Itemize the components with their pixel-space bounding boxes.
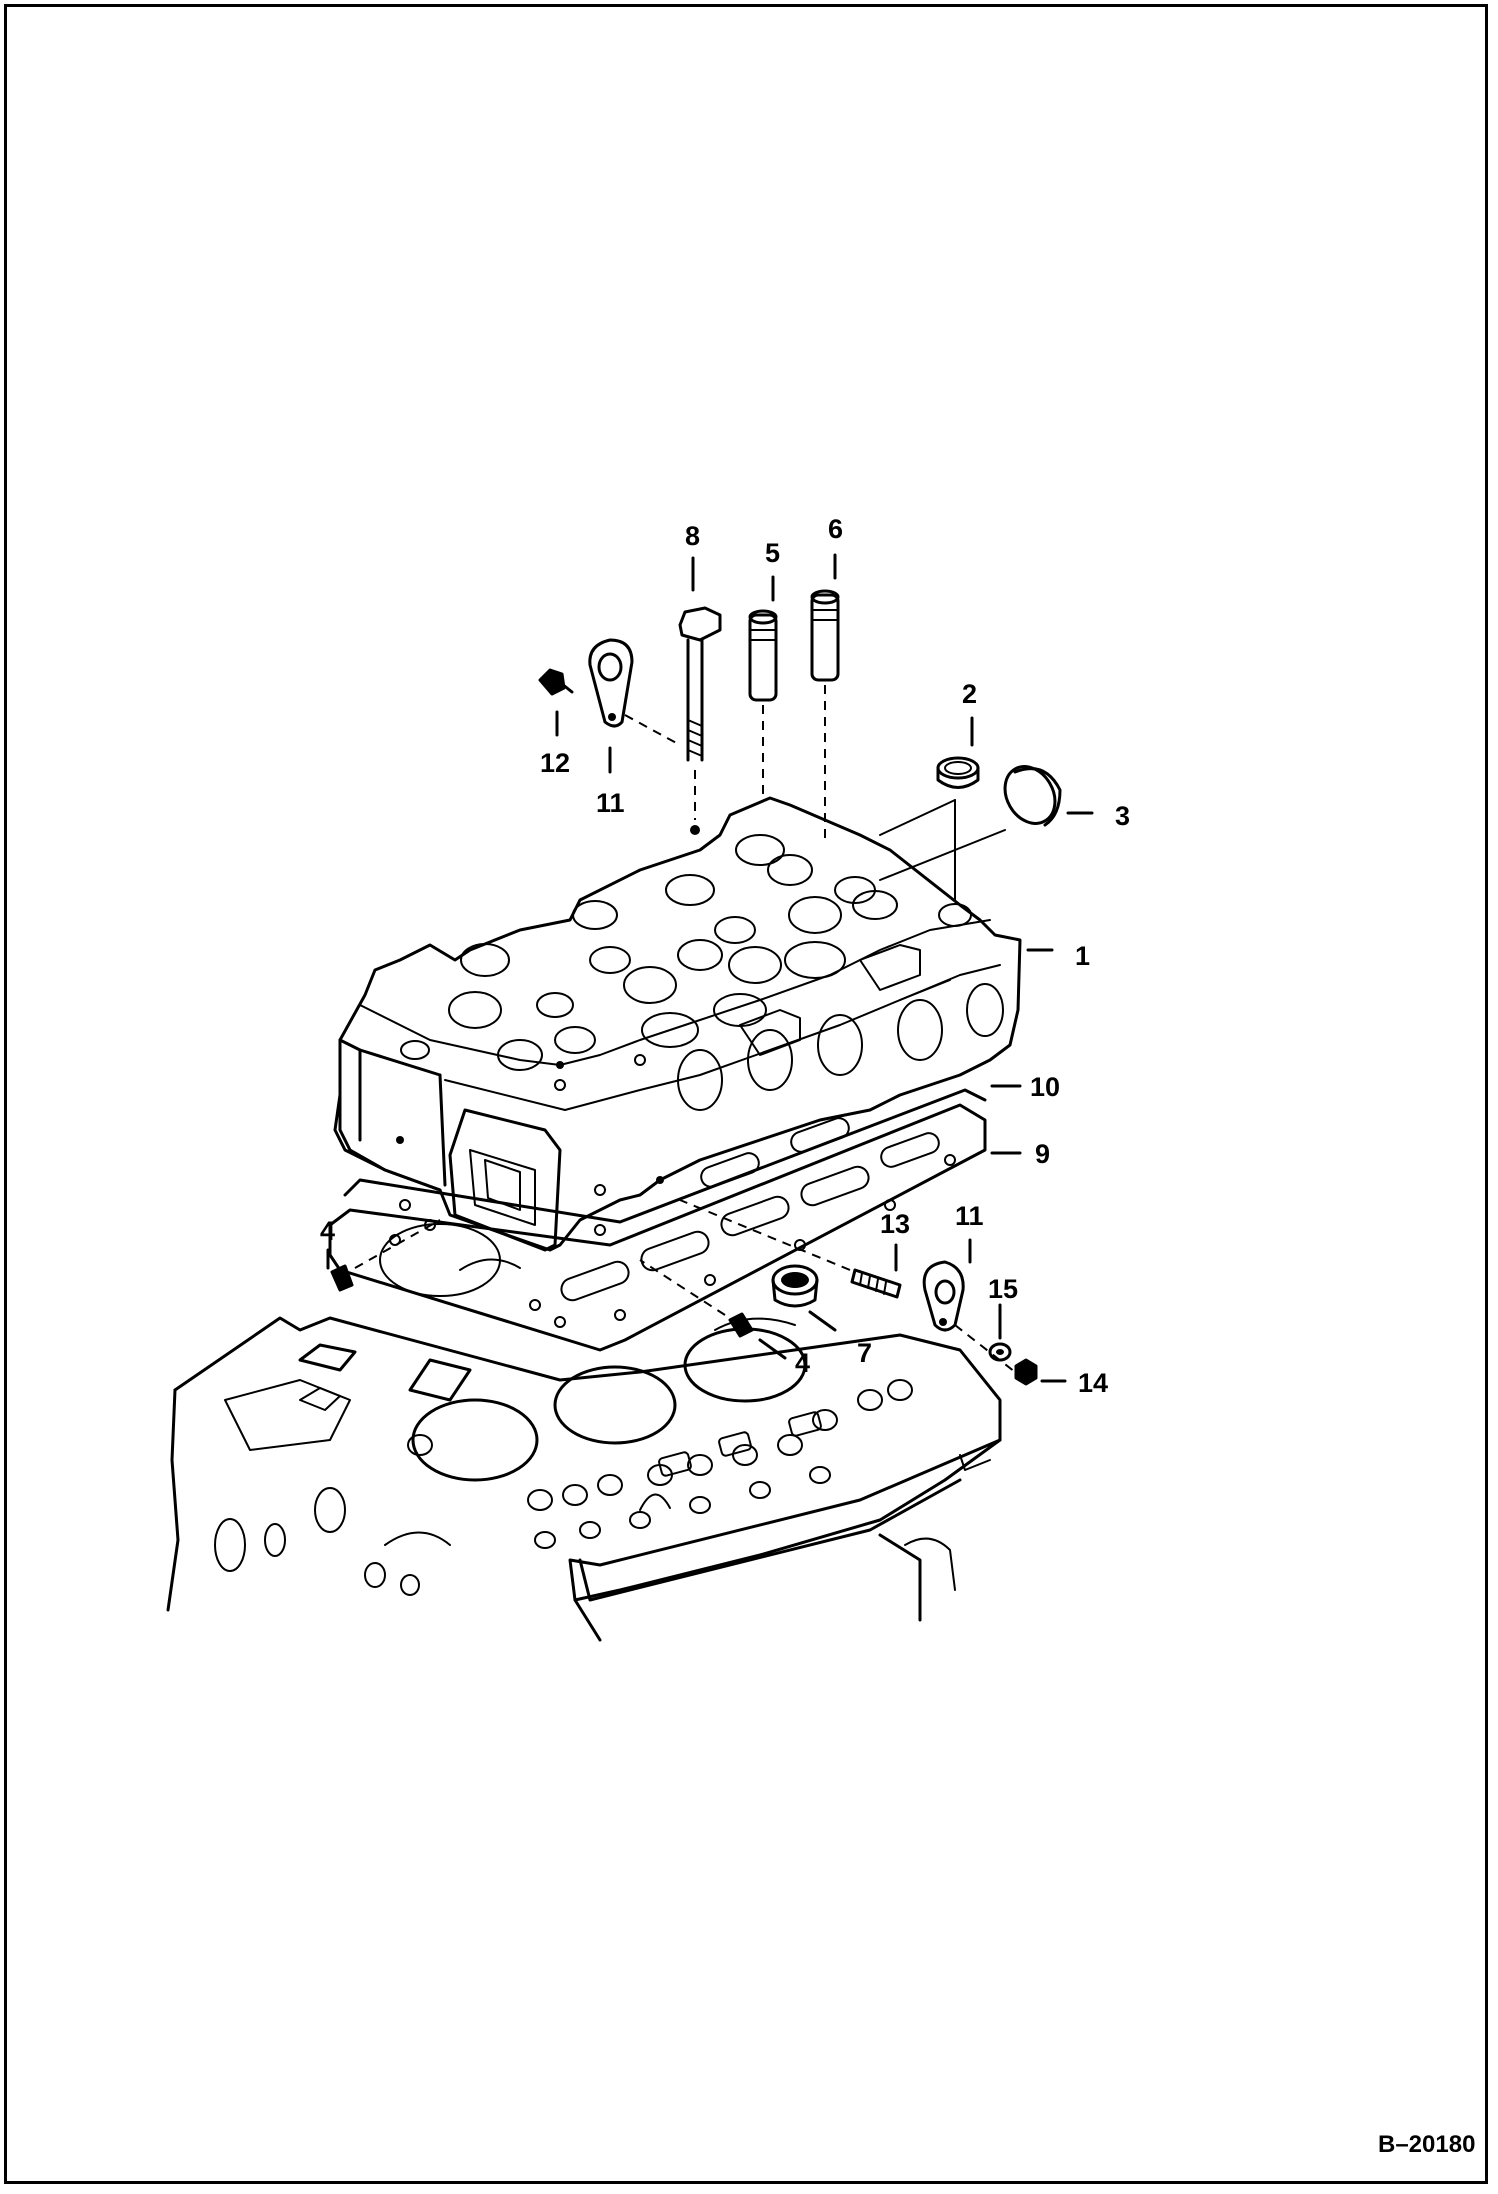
callout-2: 2 [962,679,977,709]
nut-part-14 [1014,1358,1038,1386]
callout-11-lower: 11 [955,1201,984,1231]
stud-part-13 [679,1199,902,1299]
callout-14: 14 [1078,1368,1108,1398]
callout-1: 1 [1075,941,1090,971]
head-gasket-details [379,1117,956,1331]
callout-leaders [326,553,1094,1383]
callout-11-upper: 11 [596,788,625,818]
callout-9: 9 [1035,1139,1050,1169]
callout-8: 8 [685,521,700,551]
plug-part-7 [771,1264,819,1308]
document-number: B–20180 [1378,2131,1475,2158]
stud-part-4-middle [639,1259,754,1338]
callout-3: 3 [1115,801,1130,831]
head-gasket-outer [328,1088,987,1352]
callout-5: 5 [765,538,780,568]
plug-part-2 [936,756,980,789]
stud-part-4-left [330,1219,441,1292]
cap-part-3 [1003,765,1062,827]
valve-guide-part-5 [748,609,778,800]
bolt-part-12 [538,668,574,696]
lifting-eye-part-11-upper [588,638,681,746]
callout-4-middle: 4 [795,1348,810,1378]
callout-13: 13 [880,1209,910,1239]
callout-15: 15 [988,1274,1018,1304]
callout-10: 10 [1030,1072,1060,1102]
lifting-eye-part-11-lower [922,1260,965,1332]
engine-block [166,1316,1002,1642]
callout-12: 12 [540,748,570,778]
valve-guide-part-6 [810,589,840,840]
callout-4-left: 4 [320,1216,335,1246]
washer-part-15 [988,1342,1012,1362]
cylinder-head [333,796,1022,1252]
callout-7: 7 [857,1338,872,1368]
head-bolt-part-8 [678,606,722,820]
page-border [4,4,1488,2184]
callout-6: 6 [828,514,843,544]
